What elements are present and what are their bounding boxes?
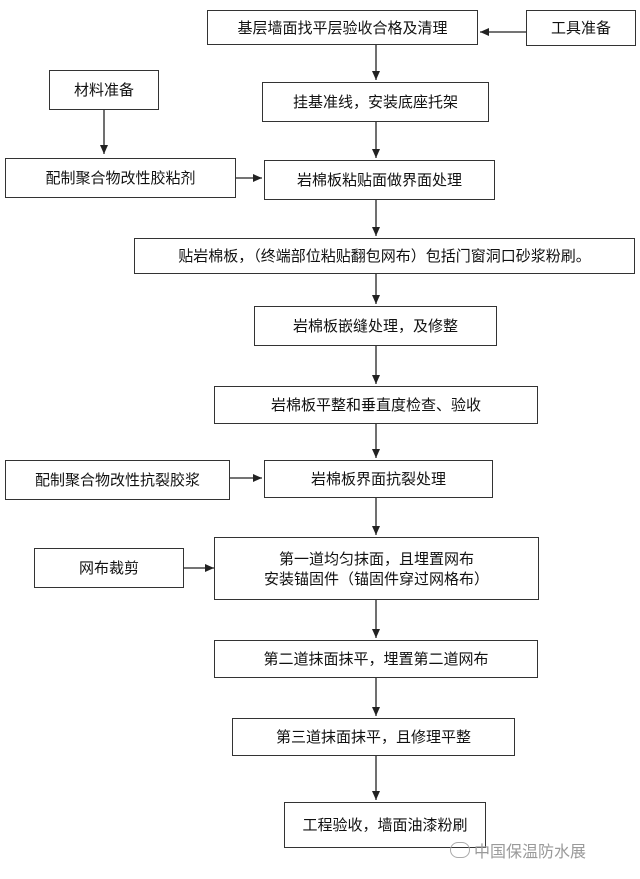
- watermark-text: 中国保温防水展: [474, 842, 587, 861]
- step-7-anticrack-treatment: 岩棉板界面抗裂处理: [264, 460, 493, 498]
- step-4-attach-rockwool: 贴岩棉板，（终端部位粘贴翻包网布）包括门窗洞口砂浆粉刷。: [134, 238, 635, 274]
- step-9-second-plaster: 第二道抹面抹平，埋置第二道网布: [214, 640, 538, 678]
- side-mesh-cutting: 网布裁剪: [34, 548, 184, 588]
- step-5-joint-treatment: 岩棉板嵌缝处理，及修整: [254, 306, 497, 346]
- step-8-line-1: 第一道均匀抹面，且埋置网布: [278, 549, 474, 568]
- step-2-baseline-bracket: 挂基准线，安装底座托架: [262, 82, 489, 122]
- step-1-base-wall-acceptance: 基层墙面找平层验收合格及清理: [207, 10, 478, 45]
- side-tools-prep: 工具准备: [526, 10, 636, 46]
- side-crack-mortar-prep: 配制聚合物改性抗裂胶浆: [5, 460, 230, 500]
- step-8-line-2: 安装锚固件（锚固件穿过网格布）: [263, 569, 489, 588]
- step-8-first-plaster-mesh: 第一道均匀抹面，且埋置网布 安装锚固件（锚固件穿过网格布）: [214, 537, 539, 600]
- step-10-third-plaster: 第三道抹面抹平，且修理平整: [232, 718, 515, 756]
- step-6-flatness-check: 岩棉板平整和垂直度检查、验收: [214, 386, 538, 424]
- step-3-interface-treatment: 岩棉板粘贴面做界面处理: [264, 160, 495, 200]
- side-adhesive-prep: 配制聚合物改性胶粘剂: [5, 158, 236, 198]
- step-11-acceptance-painting: 工程验收，墙面油漆粉刷: [284, 802, 486, 848]
- wechat-icon: [450, 842, 470, 858]
- watermark: 中国保温防水展: [450, 838, 586, 862]
- side-materials-prep: 材料准备: [49, 70, 159, 110]
